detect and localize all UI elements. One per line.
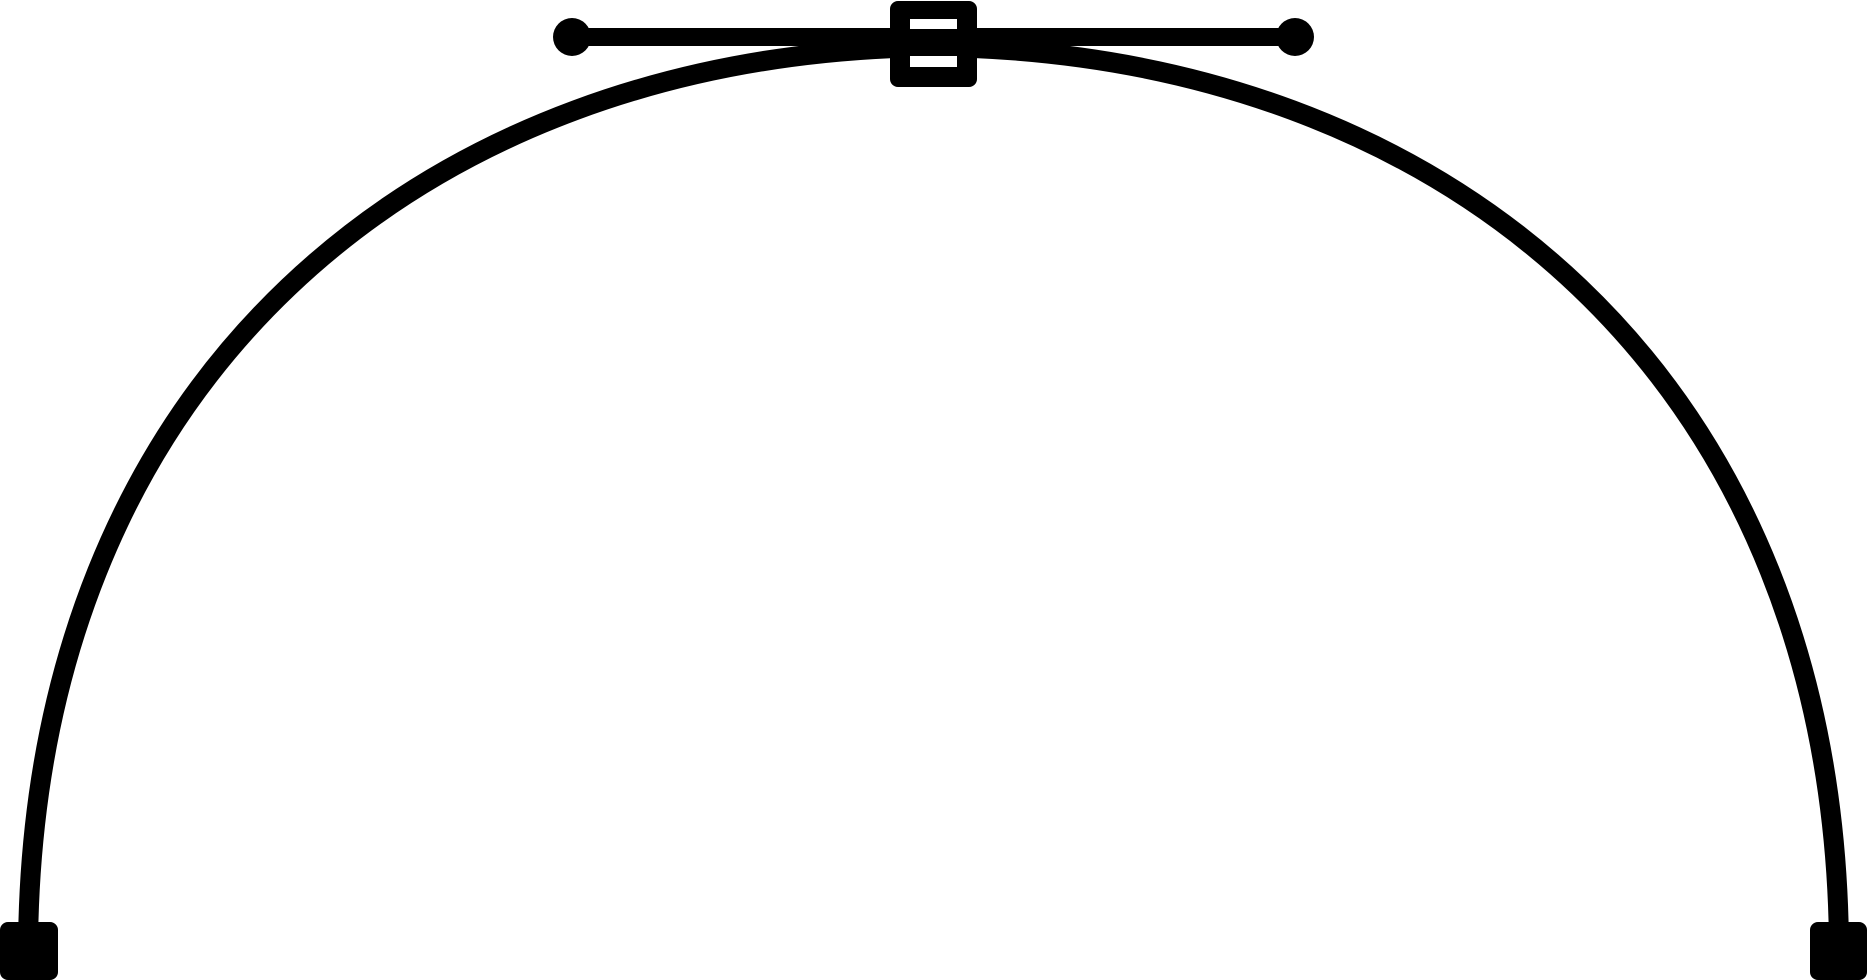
- handle-point-right: [1276, 18, 1314, 56]
- bezier-arc: [18, 36, 1849, 956]
- center-anchor: [890, 1, 977, 87]
- end-anchor-left: [0, 922, 58, 980]
- end-anchor-right: [1810, 922, 1867, 980]
- handle-point-left: [553, 18, 591, 56]
